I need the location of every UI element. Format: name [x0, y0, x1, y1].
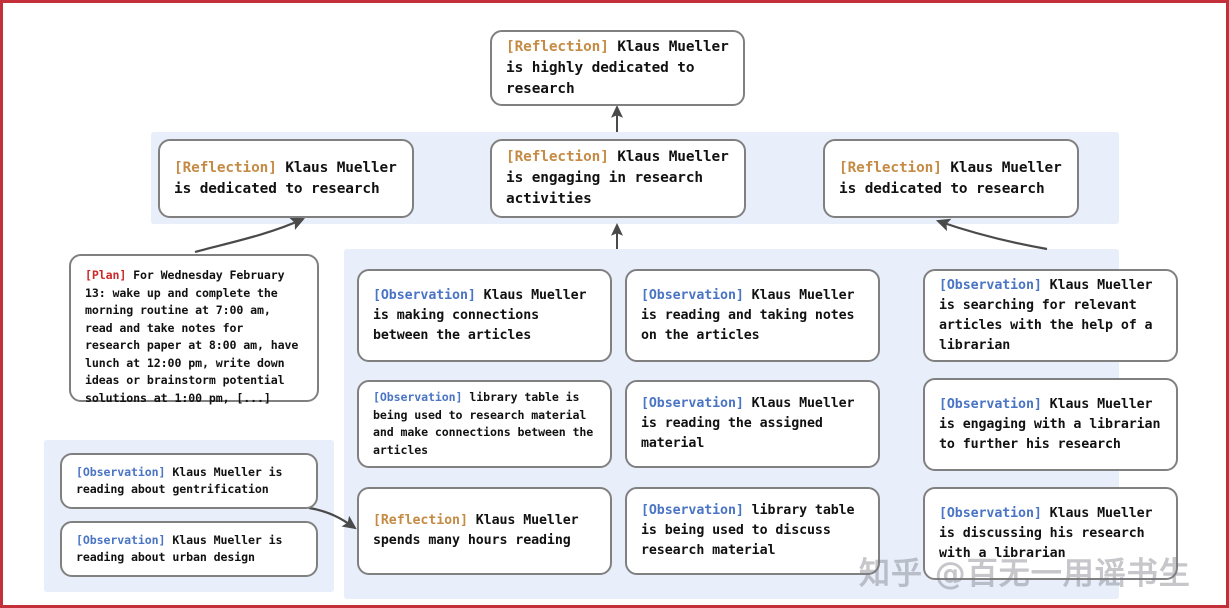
tag-observation: [Observation]: [641, 287, 744, 303]
node-colc-1-text: [Observation] Klaus Mueller is searching…: [939, 276, 1162, 356]
node-colb-2-body: Klaus Mueller is reading the assigned ma…: [641, 396, 855, 451]
tag-observation: [Observation]: [939, 505, 1042, 521]
node-cola-1[interactable]: [Observation] Klaus Mueller is making co…: [357, 269, 612, 362]
tag-observation: [Observation]: [641, 396, 744, 411]
tag-reflection: [Reflection]: [373, 513, 468, 528]
tag-reflection: [Reflection]: [506, 38, 609, 55]
node-colc-3[interactable]: [Observation] Klaus Mueller is discussin…: [923, 487, 1178, 580]
node-colc-2-text: [Observation] Klaus Mueller is engaging …: [939, 395, 1162, 455]
node-cola-2-text: [Observation] library table is being use…: [373, 389, 596, 459]
node-colb-3-text: [Observation] library table is being use…: [641, 501, 864, 561]
node-cola-2[interactable]: [Observation] library table is being use…: [357, 380, 612, 468]
node-l2-left-text: [Reflection] Klaus Mueller is dedicated …: [174, 158, 398, 200]
node-cola-2-body: library table is being used to research …: [373, 390, 594, 457]
node-colc-1[interactable]: [Observation] Klaus Mueller is searching…: [923, 269, 1178, 362]
node-colb-1-text: [Observation] Klaus Mueller is reading a…: [641, 286, 864, 346]
node-plan-text: [Plan] For Wednesday February 13: wake u…: [85, 267, 303, 407]
node-l2-center[interactable]: [Reflection] Klaus Mueller is engaging i…: [490, 139, 746, 218]
node-left-obs-2[interactable]: [Observation] Klaus Mueller is reading a…: [60, 521, 318, 577]
node-plan[interactable]: [Plan] For Wednesday February 13: wake u…: [69, 254, 319, 405]
node-left-obs-1-text: [Observation] Klaus Mueller is reading a…: [76, 464, 302, 499]
tag-reflection: [Reflection]: [174, 159, 277, 176]
node-colb-2[interactable]: [Observation] Klaus Mueller is reading t…: [625, 380, 880, 468]
node-l2-right[interactable]: [Reflection] Klaus Mueller is dedicated …: [823, 139, 1079, 218]
node-left-obs-2-body: Klaus Mueller is reading about urban des…: [76, 532, 283, 565]
node-l2-left-body: Klaus Mueller is dedicated to research: [174, 159, 397, 197]
node-colb-2-text: [Observation] Klaus Mueller is reading t…: [641, 394, 864, 454]
node-root-text: [Reflection] Klaus Mueller is highly ded…: [506, 37, 729, 100]
tag-observation: [Observation]: [939, 396, 1042, 412]
tag-reflection: [Reflection]: [839, 159, 942, 176]
tag-observation: [Observation]: [373, 390, 463, 404]
node-left-obs-2-text: [Observation] Klaus Mueller is reading a…: [76, 532, 302, 567]
node-left-obs-1-body: Klaus Mueller is reading about gentrific…: [76, 464, 283, 497]
tag-plan: [Plan]: [85, 268, 127, 282]
node-root-reflection[interactable]: [Reflection] Klaus Mueller is highly ded…: [490, 30, 745, 106]
node-colb-3[interactable]: [Observation] library table is being use…: [625, 487, 880, 575]
tag-observation: [Observation]: [76, 532, 166, 547]
node-cola-3[interactable]: [Reflection] Klaus Mueller spends many h…: [357, 487, 612, 575]
node-cola-3-body: Klaus Mueller spends many hours reading: [373, 513, 579, 548]
node-colc-1-body: Klaus Mueller is searching for relevant …: [939, 277, 1153, 353]
tag-reflection: [Reflection]: [506, 149, 609, 165]
tag-observation: [Observation]: [76, 464, 166, 479]
arrow-colc-to-right-reflection: [935, 218, 1048, 251]
tag-observation: [Observation]: [939, 277, 1042, 293]
node-cola-1-body: Klaus Mueller is making connections betw…: [373, 287, 587, 343]
node-root-body: Klaus Mueller is highly dedicated to res…: [506, 38, 729, 97]
node-l2-center-text: [Reflection] Klaus Mueller is engaging i…: [506, 147, 730, 210]
node-cola-3-text: [Reflection] Klaus Mueller spends many h…: [373, 511, 596, 551]
node-left-obs-1[interactable]: [Observation] Klaus Mueller is reading a…: [60, 453, 318, 509]
node-plan-body: For Wednesday February 13: wake up and c…: [85, 268, 299, 405]
node-l2-center-body: Klaus Mueller is engaging in research ac…: [506, 149, 729, 207]
node-colc-2[interactable]: [Observation] Klaus Mueller is engaging …: [923, 378, 1178, 471]
node-l2-right-text: [Reflection] Klaus Mueller is dedicated …: [839, 158, 1063, 200]
tag-observation: [Observation]: [641, 503, 744, 518]
node-colb-1[interactable]: [Observation] Klaus Mueller is reading a…: [625, 269, 880, 362]
node-l2-right-body: Klaus Mueller is dedicated to research: [839, 159, 1062, 197]
tag-observation: [Observation]: [373, 287, 476, 303]
node-cola-1-text: [Observation] Klaus Mueller is making co…: [373, 286, 596, 346]
node-colc-3-body: Klaus Mueller is discussing his research…: [939, 505, 1153, 561]
node-colc-2-body: Klaus Mueller is engaging with a librari…: [939, 396, 1161, 452]
node-l2-left[interactable]: [Reflection] Klaus Mueller is dedicated …: [158, 139, 414, 218]
node-colb-1-body: Klaus Mueller is reading and taking note…: [641, 287, 855, 343]
node-colb-3-body: library table is being used to discuss r…: [641, 503, 855, 558]
node-colc-3-text: [Observation] Klaus Mueller is discussin…: [939, 504, 1162, 564]
